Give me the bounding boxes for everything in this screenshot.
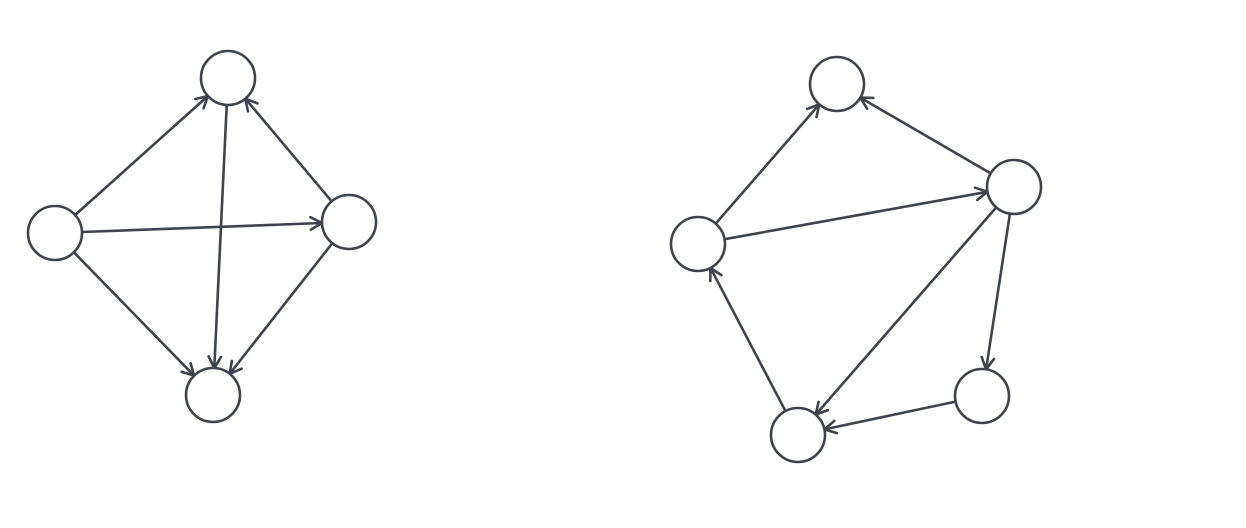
node-b_bottom_right: [953, 367, 1011, 425]
node-b_right: [985, 158, 1043, 216]
node-b_top: [808, 55, 866, 113]
edge-line: [723, 190, 989, 241]
edge-line: [80, 221, 324, 234]
edge-line: [823, 400, 957, 431]
edge-line: [859, 96, 992, 175]
edge-b_left-to-b_right: [723, 186, 989, 241]
edge-line: [714, 103, 821, 225]
edge-line: [984, 212, 1012, 371]
node-a_bottom: [184, 366, 242, 424]
edge-line: [814, 206, 998, 416]
edge-line: [228, 241, 334, 376]
edge-a_right-to-a_bottom: [228, 241, 334, 376]
nodes-layer: [26, 49, 1043, 464]
edge-b_bottom_left-to-b_left: [708, 266, 787, 413]
node-a_right: [320, 193, 378, 251]
edge-a_top-to-a_bottom: [207, 103, 229, 370]
edges-layer: [72, 94, 1012, 435]
edge-a_left-to-a_top: [73, 94, 210, 217]
edge-b_bottom_right-to-b_bottom_left: [823, 400, 957, 435]
edge-a_left-to-a_bottom: [72, 251, 196, 377]
node-b_left: [669, 215, 727, 273]
node-b_bottom_left: [769, 406, 827, 464]
edge-line: [72, 251, 196, 377]
node-a_top: [199, 49, 257, 107]
edge-a_left-to-a_right: [80, 215, 324, 234]
node-a_left: [26, 204, 84, 262]
edge-line: [73, 94, 210, 217]
edge-line: [244, 97, 333, 203]
edge-b_left-to-b_top: [714, 103, 821, 225]
edge-line: [709, 266, 787, 413]
edge-b_right-to-b_top: [859, 96, 992, 175]
edge-line: [212, 103, 229, 370]
edge-b_right-to-b_bottom_right: [980, 212, 1012, 371]
edge-a_right-to-a_top: [244, 97, 333, 203]
